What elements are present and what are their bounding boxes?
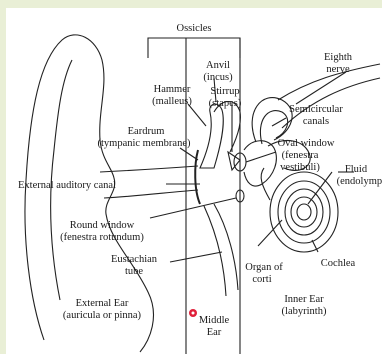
- label-semicircular-sub: canals: [303, 116, 329, 127]
- label-anvil: Anvil: [206, 60, 230, 71]
- label-inner-ear: Inner Ear: [284, 294, 324, 305]
- label-external-ear-sub: (auricula or pinna): [63, 310, 142, 321]
- label-eustachian: Eustachian: [111, 254, 158, 265]
- label-ossicles: Ossicles: [177, 23, 212, 34]
- label-middle-ear-sub: Ear: [207, 327, 222, 338]
- label-fluid: Fluid: [345, 164, 368, 175]
- label-middle-ear: Middle: [199, 315, 230, 326]
- label-external-canal: External auditory canal: [18, 180, 116, 191]
- label-eardrum: Eardrum: [128, 126, 165, 137]
- label-eustachian-sub: tube: [125, 266, 143, 277]
- label-oval-window-sub1: (fenestra: [282, 150, 319, 161]
- label-eardrum-sub: (tympanic membrane): [97, 138, 191, 149]
- label-semicircular: Semicircular: [289, 104, 343, 115]
- label-stirrup-sub: (stapes): [209, 98, 242, 109]
- label-round-window: Round window: [70, 220, 135, 231]
- label-hammer-sub: (malleus): [152, 96, 192, 107]
- label-anvil-sub: (incus): [203, 72, 233, 83]
- label-organ-of-corti: Organ of: [245, 262, 283, 273]
- label-stirrup: Stirrup: [210, 86, 239, 97]
- label-round-window-sub: (fenestra rotundum): [60, 232, 144, 243]
- label-external-ear: External Ear: [76, 298, 129, 309]
- label-eighth-nerve: Eighth: [324, 52, 353, 63]
- label-hammer: Hammer: [154, 84, 191, 95]
- label-oval-window-sub2: vestibuli): [280, 162, 320, 173]
- label-eighth-nerve-sub: nerve: [326, 64, 350, 75]
- label-cochlea: Cochlea: [321, 258, 356, 269]
- label-oval-window: Oval window: [278, 138, 335, 149]
- cursor-marker-center: [192, 312, 195, 315]
- label-organ-of-corti-sub: corti: [252, 274, 271, 285]
- label-fluid-sub: (endolymph: [337, 176, 382, 187]
- label-inner-ear-sub: (labyrinth): [282, 306, 327, 317]
